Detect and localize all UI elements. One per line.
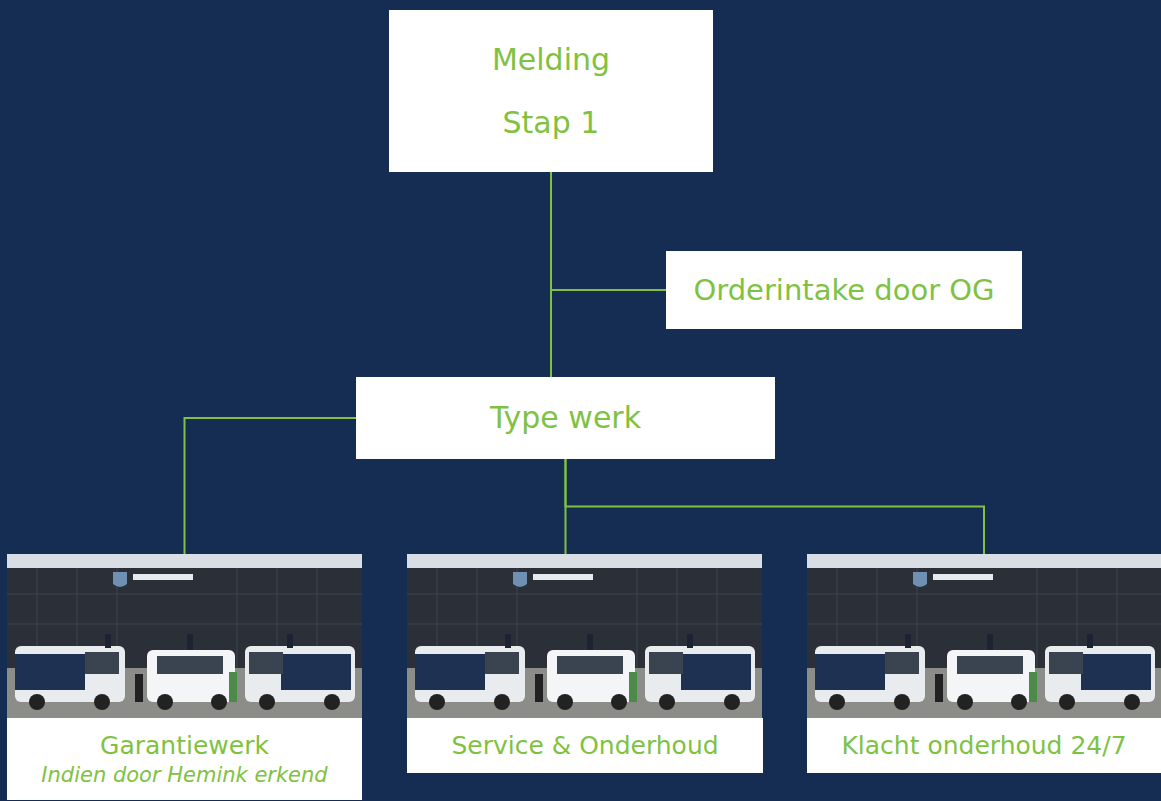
connector-line xyxy=(566,459,985,554)
node-label: Orderintake door OG xyxy=(693,272,994,308)
connector-line xyxy=(551,172,666,290)
work-type-card: Klacht onderhoud 24/7 xyxy=(807,554,1161,773)
work-type-card: GarantiewerkIndien door Hemink erkend xyxy=(7,554,362,800)
label-strip: GarantiewerkIndien door Hemink erkend xyxy=(7,718,362,800)
connector-line xyxy=(185,418,357,554)
note-text: Indien door Hemink erkend xyxy=(41,762,327,788)
label-strip: Service & Onderhoud xyxy=(407,718,763,773)
work-type-card: Service & Onderhoud xyxy=(407,554,763,773)
team-photo xyxy=(7,554,362,718)
start-box: MeldingStap 1 xyxy=(389,10,713,172)
connector-line xyxy=(550,172,552,377)
label-strip: Klacht onderhoud 24/7 xyxy=(807,718,1161,773)
process-box: Orderintake door OG xyxy=(666,251,1022,329)
node-label: Garantiewerk xyxy=(100,730,269,761)
node-label: Stap 1 xyxy=(503,104,600,142)
node-label: Type werk xyxy=(490,399,641,437)
node-label: Melding xyxy=(492,41,610,79)
photo-slot xyxy=(7,554,362,718)
photo-slot xyxy=(807,554,1161,718)
node-label: Klacht onderhoud 24/7 xyxy=(841,730,1126,761)
decision-box: Type werk xyxy=(356,377,775,459)
team-photo xyxy=(807,554,1161,718)
node-label: Service & Onderhoud xyxy=(451,730,718,761)
team-photo xyxy=(407,554,762,718)
photo-slot xyxy=(407,554,763,718)
